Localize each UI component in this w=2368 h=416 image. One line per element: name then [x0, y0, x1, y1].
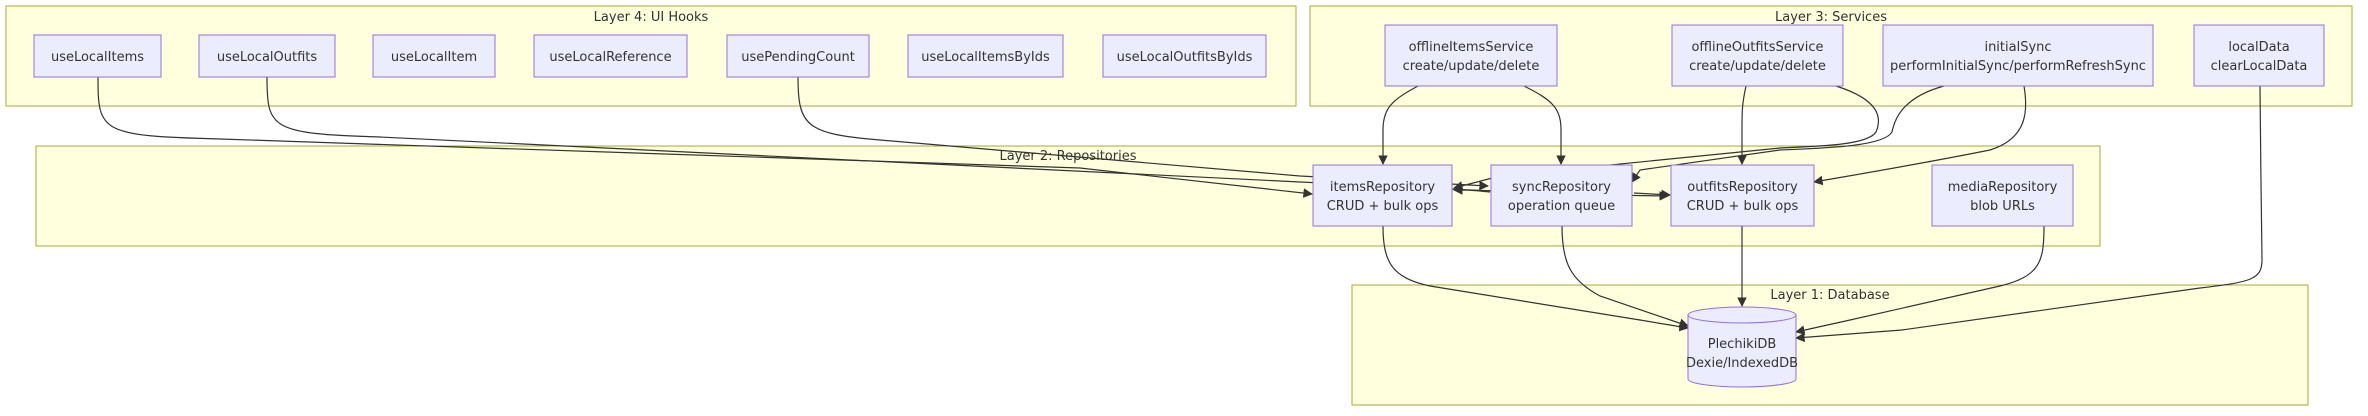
node-useLocalItemsByIds-label: useLocalItemsByIds — [921, 50, 1050, 65]
node-mediaRepository: mediaRepository blob URLs — [1931, 164, 2074, 227]
cluster-database-label: Layer 1: Database — [1770, 288, 1889, 303]
database-cylinder-rim — [1687, 314, 1797, 324]
node-plechikiDB-title: PlechikiDB — [1708, 337, 1777, 352]
node-useLocalItems-label: useLocalItems — [51, 50, 144, 65]
node-useLocalOutfitsByIds: useLocalOutfitsByIds — [1102, 34, 1267, 78]
node-useLocalOutfitsByIds-label: useLocalOutfitsByIds — [1117, 50, 1253, 65]
node-useLocalReference: useLocalReference — [533, 34, 688, 78]
node-syncRepository: syncRepository operation queue — [1490, 164, 1633, 227]
node-outfitsRepository-title: outfitsRepository — [1687, 180, 1798, 195]
node-outfitsRepository: outfitsRepository CRUD + bulk ops — [1670, 164, 1815, 227]
node-localData: localData clearLocalData — [2193, 24, 2325, 87]
node-useLocalItems: useLocalItems — [33, 34, 162, 78]
edge-offlineItemsService-syncRepository — [1523, 85, 1566, 165]
edge-syncRepository-plechikiDB — [1561, 225, 1689, 328]
edge-initialSync-outfitsRepository — [1813, 85, 2027, 186]
cluster-database: Layer 1: Database — [1351, 284, 2309, 406]
edge-usePendingCount-syncRepository — [797, 76, 1489, 191]
node-localData-title: localData — [2228, 40, 2289, 55]
node-localData-subtitle: clearLocalData — [2211, 59, 2308, 74]
node-initialSync-title: initialSync — [1984, 40, 2051, 55]
node-offlineItemsService-subtitle: create/update/delete — [1403, 59, 1540, 74]
database-cylinder-icon — [1687, 306, 1797, 388]
node-initialSync: initialSync performInitialSync/performRe… — [1882, 24, 2154, 87]
node-outfitsRepository-subtitle: CRUD + bulk ops — [1687, 199, 1799, 214]
node-offlineOutfitsService: offlineOutfitsService create/update/dele… — [1671, 24, 1844, 87]
node-itemsRepository-title: itemsRepository — [1330, 180, 1436, 195]
edge-localData-plechikiDB — [1795, 85, 2263, 343]
edge-syncRepository-itemsRepository — [1453, 185, 1491, 195]
edge-useLocalItems-itemsRepository — [97, 76, 1313, 198]
cluster-ui-hooks-label: Layer 4: UI Hooks — [594, 10, 709, 25]
node-useLocalReference-label: useLocalReference — [549, 50, 671, 65]
node-useLocalItemsByIds: useLocalItemsByIds — [907, 34, 1064, 78]
edge-mediaRepository-plechikiDB — [1795, 225, 2045, 335]
node-offlineOutfitsService-title: offlineOutfitsService — [1691, 40, 1823, 55]
node-initialSync-subtitle: performInitialSync/performRefreshSync — [1890, 59, 2146, 74]
edge-initialSync-itemsRepository — [1631, 85, 1945, 183]
edge-itemsRepository-plechikiDB — [1382, 225, 1689, 332]
edge-syncRepository-outfitsRepository — [1633, 189, 1671, 200]
node-usePendingCount-label: usePendingCount — [741, 50, 855, 65]
cluster-services-label: Layer 3: Services — [1775, 10, 1887, 25]
node-mediaRepository-title: mediaRepository — [1948, 180, 2058, 195]
edge-offlineOutfitsService-outfitsRepository — [1737, 85, 1747, 165]
node-mediaRepository-subtitle: blob URLs — [1970, 199, 2035, 214]
node-plechikiDB: PlechikiDB Dexie/IndexedDB — [1686, 306, 1798, 388]
edges — [97, 76, 2263, 343]
node-offlineItemsService-title: offlineItemsService — [1409, 40, 1534, 55]
node-offlineItemsService: offlineItemsService create/update/delete — [1384, 24, 1558, 87]
node-itemsRepository-subtitle: CRUD + bulk ops — [1327, 199, 1439, 214]
node-useLocalItem: useLocalItem — [372, 34, 496, 78]
node-syncRepository-title: syncRepository — [1512, 180, 1611, 195]
node-usePendingCount: usePendingCount — [726, 34, 870, 78]
node-useLocalOutfits-label: useLocalOutfits — [217, 50, 318, 65]
node-syncRepository-subtitle: operation queue — [1508, 199, 1615, 214]
node-useLocalOutfits: useLocalOutfits — [198, 34, 336, 78]
edge-offlineOutfitsService-syncRepository — [1453, 85, 1880, 191]
node-plechikiDB-subtitle: Dexie/IndexedDB — [1686, 356, 1798, 371]
edge-offlineItemsService-itemsRepository — [1378, 85, 1419, 165]
node-offlineOutfitsService-subtitle: create/update/delete — [1689, 59, 1826, 74]
node-useLocalItem-label: useLocalItem — [391, 50, 477, 65]
node-itemsRepository: itemsRepository CRUD + bulk ops — [1312, 164, 1453, 227]
